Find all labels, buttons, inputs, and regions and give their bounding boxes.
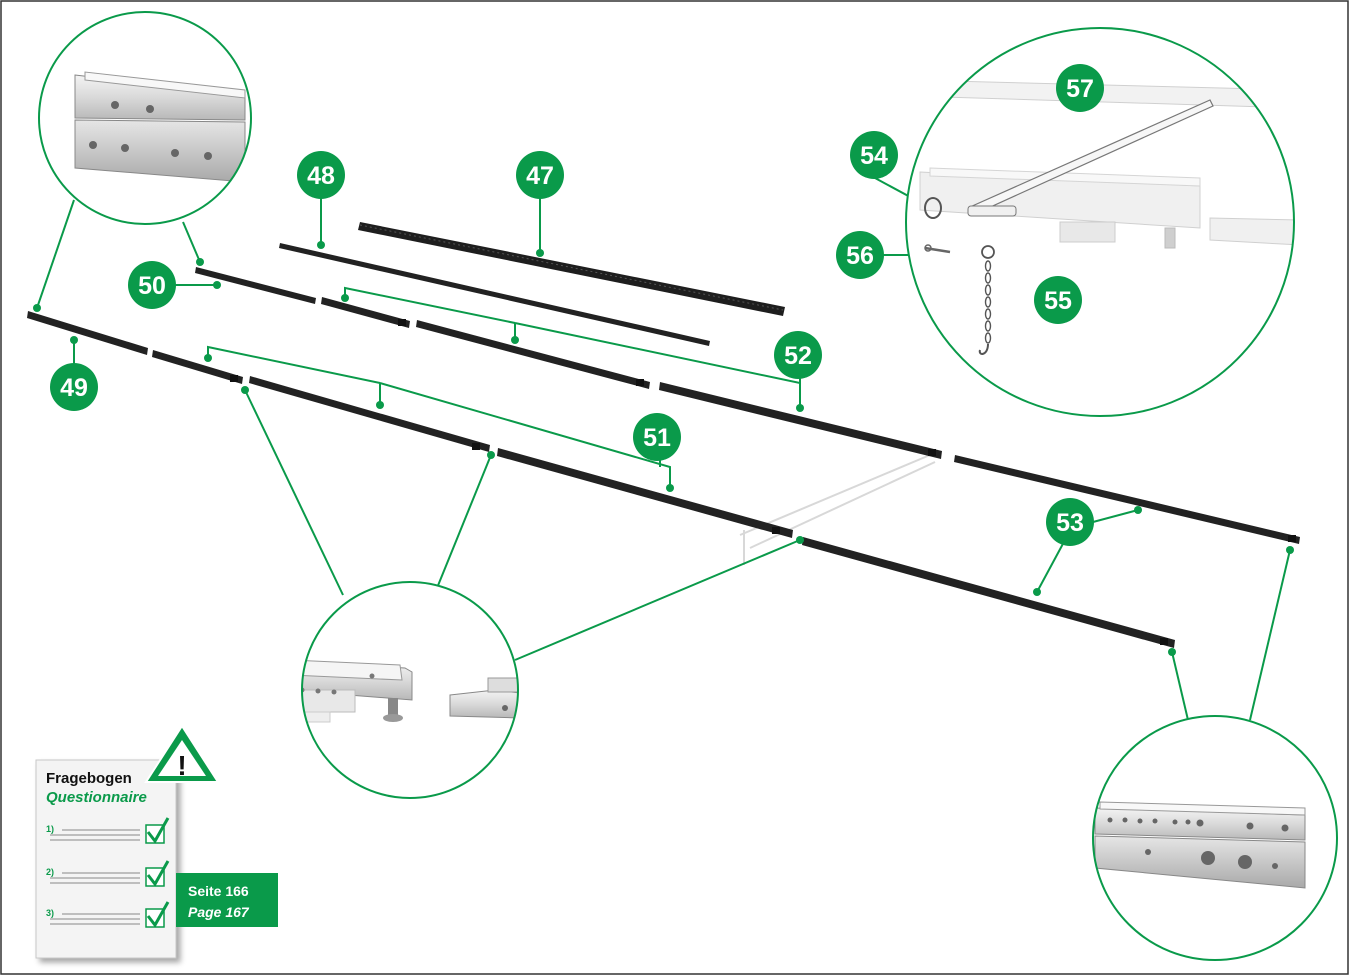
badge-49: 49 bbox=[50, 363, 98, 411]
badge-56: 56 bbox=[836, 231, 884, 279]
badge-50: 50 bbox=[128, 261, 176, 309]
badge-57-label: 57 bbox=[1066, 75, 1094, 103]
rail-53-a bbox=[954, 455, 1300, 544]
badge-55-label: 55 bbox=[1044, 287, 1072, 315]
badge-48: 48 bbox=[297, 151, 345, 199]
detail-circle-accessories bbox=[905, 27, 1295, 417]
rail-51-b bbox=[249, 376, 490, 452]
badge-52: 52 bbox=[774, 331, 822, 379]
questionnaire-sheet: Fragebogen Questionnaire 1) 2) 3) bbox=[35, 724, 220, 959]
rail-51-c bbox=[497, 448, 793, 538]
questionnaire-item-2-number: 2) bbox=[46, 867, 54, 877]
rail-47 bbox=[358, 222, 785, 316]
detail-circle-rail-holes bbox=[1092, 715, 1338, 961]
questionnaire-title: Fragebogen bbox=[46, 770, 132, 787]
warning-triangle-icon: ! bbox=[144, 724, 220, 783]
checkmark-icon bbox=[146, 901, 170, 928]
page-reference-box[interactable]: Seite 166 Page 167 bbox=[176, 873, 278, 927]
questionnaire-item-1: 1) bbox=[46, 817, 170, 844]
badge-50-label: 50 bbox=[138, 272, 166, 300]
questionnaire-item-3: 3) bbox=[46, 901, 170, 928]
page-reference-english: Page 167 bbox=[188, 904, 250, 920]
questionnaire-item-3-number: 3) bbox=[46, 908, 54, 918]
badge-51-label: 51 bbox=[643, 424, 671, 452]
badge-57: 57 bbox=[1056, 64, 1104, 112]
badge-56-label: 56 bbox=[846, 242, 874, 270]
badge-53-label: 53 bbox=[1056, 509, 1084, 537]
badge-54: 54 bbox=[850, 131, 898, 179]
questionnaire-item-1-number: 1) bbox=[46, 824, 54, 834]
detail-circle-rail-end bbox=[38, 11, 252, 225]
page-reference-german: Seite 166 bbox=[188, 883, 249, 899]
badge-49-label: 49 bbox=[60, 374, 88, 402]
rail-52-b bbox=[416, 320, 650, 389]
rail-50 bbox=[195, 267, 316, 304]
questionnaire-item-2: 2) bbox=[46, 860, 170, 887]
rail-52-c bbox=[659, 382, 942, 459]
questionnaire-subtitle: Questionnaire bbox=[46, 789, 147, 806]
detail-circle-rail-joint bbox=[301, 581, 519, 799]
warning-symbol: ! bbox=[177, 750, 186, 781]
badge-54-label: 54 bbox=[860, 142, 888, 170]
rail-49 bbox=[27, 311, 148, 355]
rail-48 bbox=[279, 243, 710, 346]
rail-52-a bbox=[321, 297, 410, 328]
badge-48-label: 48 bbox=[307, 162, 335, 190]
part-number-badges: 47 48 50 49 52 51 53 54 bbox=[50, 64, 1104, 546]
leader-lines bbox=[36, 110, 1291, 721]
badge-53: 53 bbox=[1046, 498, 1094, 546]
checkmark-icon bbox=[146, 817, 170, 844]
checkmark-icon bbox=[146, 860, 170, 887]
badge-47: 47 bbox=[516, 151, 564, 199]
badge-47-label: 47 bbox=[526, 162, 554, 190]
badge-51: 51 bbox=[633, 413, 681, 461]
rail-51-a bbox=[152, 350, 243, 384]
rails bbox=[27, 222, 1300, 648]
rail-53-b bbox=[802, 537, 1175, 648]
badge-55: 55 bbox=[1034, 276, 1082, 324]
badge-52-label: 52 bbox=[784, 342, 812, 370]
